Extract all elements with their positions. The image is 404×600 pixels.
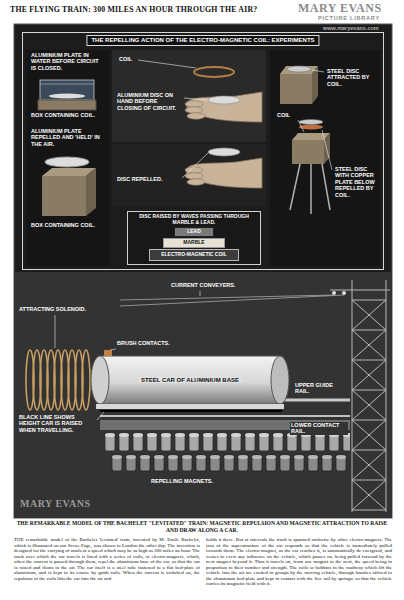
scene-ground bbox=[14, 272, 392, 518]
part-label: ALUMINIUM DISC ON HAND BEFORE CLOSING OF… bbox=[116, 92, 182, 111]
watermark: MARY EVANS bbox=[20, 498, 110, 510]
insulator bbox=[342, 291, 346, 295]
coil-layer: ELECTRO-MAGNETIC COIL bbox=[149, 249, 239, 261]
finger bbox=[187, 179, 205, 185]
coil-box bbox=[292, 140, 324, 164]
part-label: LOWER CONTACT RAIL. bbox=[290, 422, 348, 435]
finger bbox=[185, 101, 203, 107]
box-heading: DISC RAISED BY WAVES PASSING THROUGH MAR… bbox=[128, 212, 260, 228]
part-label: ALUMINIUM PLATE REPELLED AND 'HELD' IN T… bbox=[30, 128, 106, 147]
box-text: ELECTRO-MAGNETIC COIL bbox=[159, 252, 229, 258]
part-label: STEEL DISC ATTRACTED BY COIL. bbox=[326, 68, 378, 87]
aluminium-plate bbox=[49, 94, 85, 99]
water-surface bbox=[40, 84, 94, 85]
photo-panel bbox=[112, 144, 266, 206]
car-tube bbox=[100, 356, 280, 404]
finger bbox=[185, 173, 203, 179]
watermark: MARY EVANS bbox=[298, 1, 398, 15]
pylon bbox=[330, 280, 390, 512]
lower-contact-rail bbox=[100, 415, 350, 417]
body-text: THE remarkable model of the Bachelet 'le… bbox=[14, 537, 200, 581]
car-end bbox=[91, 356, 109, 404]
part-label: STEEL DISC WITH COPPER PLATE BELOW REPEL… bbox=[334, 166, 380, 198]
plate-ground bbox=[14, 24, 392, 518]
steel-disc bbox=[287, 66, 311, 72]
experiments-panel: LEAD MARBLE ELECTRO-MAGNETIC COIL DISC RAIS… bbox=[22, 32, 384, 270]
coil-box bbox=[38, 100, 96, 110]
coil-box bbox=[42, 176, 86, 216]
box-text: STEEL CAR OF ALUMINIUM BASE bbox=[139, 377, 241, 384]
car-end bbox=[271, 356, 289, 404]
finger bbox=[187, 113, 205, 119]
finger bbox=[185, 107, 203, 113]
box-text: LEAD bbox=[185, 229, 203, 235]
steel-disc bbox=[299, 120, 323, 125]
inset-box: LEAD MARBLE ELECTRO-MAGNETIC COIL DISC RAIS… bbox=[127, 211, 261, 265]
part-label: BOX CONTAINING COIL. bbox=[30, 112, 96, 118]
water-tank bbox=[40, 80, 94, 100]
solenoid-coil bbox=[26, 350, 90, 410]
part-label: ATTRACTING SOLENOID. bbox=[18, 306, 87, 312]
part-label: DISC REPELLED. bbox=[116, 176, 164, 182]
photo-panel bbox=[112, 50, 266, 142]
photo-panel bbox=[26, 50, 110, 266]
aluminium-disc bbox=[208, 148, 240, 156]
part-label: BLACK LINE SHOWS HEIGHT CAR IS RAISED WH… bbox=[18, 414, 96, 433]
watermark: PICTURE LIBRARY bbox=[318, 15, 400, 21]
coil-box bbox=[280, 74, 312, 104]
aluminium-disc bbox=[208, 96, 240, 104]
aluminium-base bbox=[96, 404, 284, 409]
photo-panel bbox=[270, 50, 380, 266]
lead-layer: LEAD bbox=[174, 227, 214, 237]
coil-ring bbox=[194, 67, 234, 77]
repelling-magnets bbox=[104, 432, 350, 452]
brush-contact bbox=[104, 350, 112, 356]
leader-line bbox=[55, 60, 332, 420]
part-label: BOX CONTAINING COIL. bbox=[30, 222, 96, 228]
conveyer-wire bbox=[120, 295, 344, 306]
tripod bbox=[290, 164, 330, 214]
part-label: BRUSH CONTACTS. bbox=[116, 340, 171, 346]
box-text: MARBLE bbox=[181, 240, 206, 246]
part-label: COIL bbox=[276, 112, 291, 118]
page-title: THE FLYING TRAIN: 300 MILES AN HOUR THRO… bbox=[10, 5, 257, 14]
repelling-magnets bbox=[111, 454, 350, 472]
part-label: ALUMINIUM PLATE IN WATER BEFORE CIRCUIT … bbox=[30, 52, 106, 71]
panel-heading: THE REPELLING ACTION OF THE ELECTRO-MAGN… bbox=[86, 35, 319, 46]
body-text: holds it there. But at intervals the tra… bbox=[206, 537, 392, 587]
figure-caption: THE REMARKABLE MODEL OF THE BACHELET "LE… bbox=[16, 520, 388, 533]
part-label: COIL bbox=[118, 56, 133, 62]
coil-box-side bbox=[312, 66, 318, 104]
watermark-url: www.maryevans.com bbox=[322, 25, 380, 31]
part-label: REPELLING MAGNETS. bbox=[150, 478, 214, 484]
insulator bbox=[332, 291, 336, 295]
marble-layer: MARBLE bbox=[163, 238, 225, 248]
coil-turn bbox=[82, 350, 90, 410]
aluminium-plate bbox=[45, 157, 89, 167]
height-line bbox=[100, 410, 282, 412]
car-body: STEEL CAR OF ALUMINIUM BASE bbox=[100, 356, 280, 404]
part-label: UPPER GUIDE RAIL. bbox=[294, 382, 346, 395]
coil-box-side bbox=[86, 168, 96, 216]
part-label: CURRENT CONVEYERS. bbox=[170, 282, 236, 288]
hand-group bbox=[185, 158, 262, 188]
